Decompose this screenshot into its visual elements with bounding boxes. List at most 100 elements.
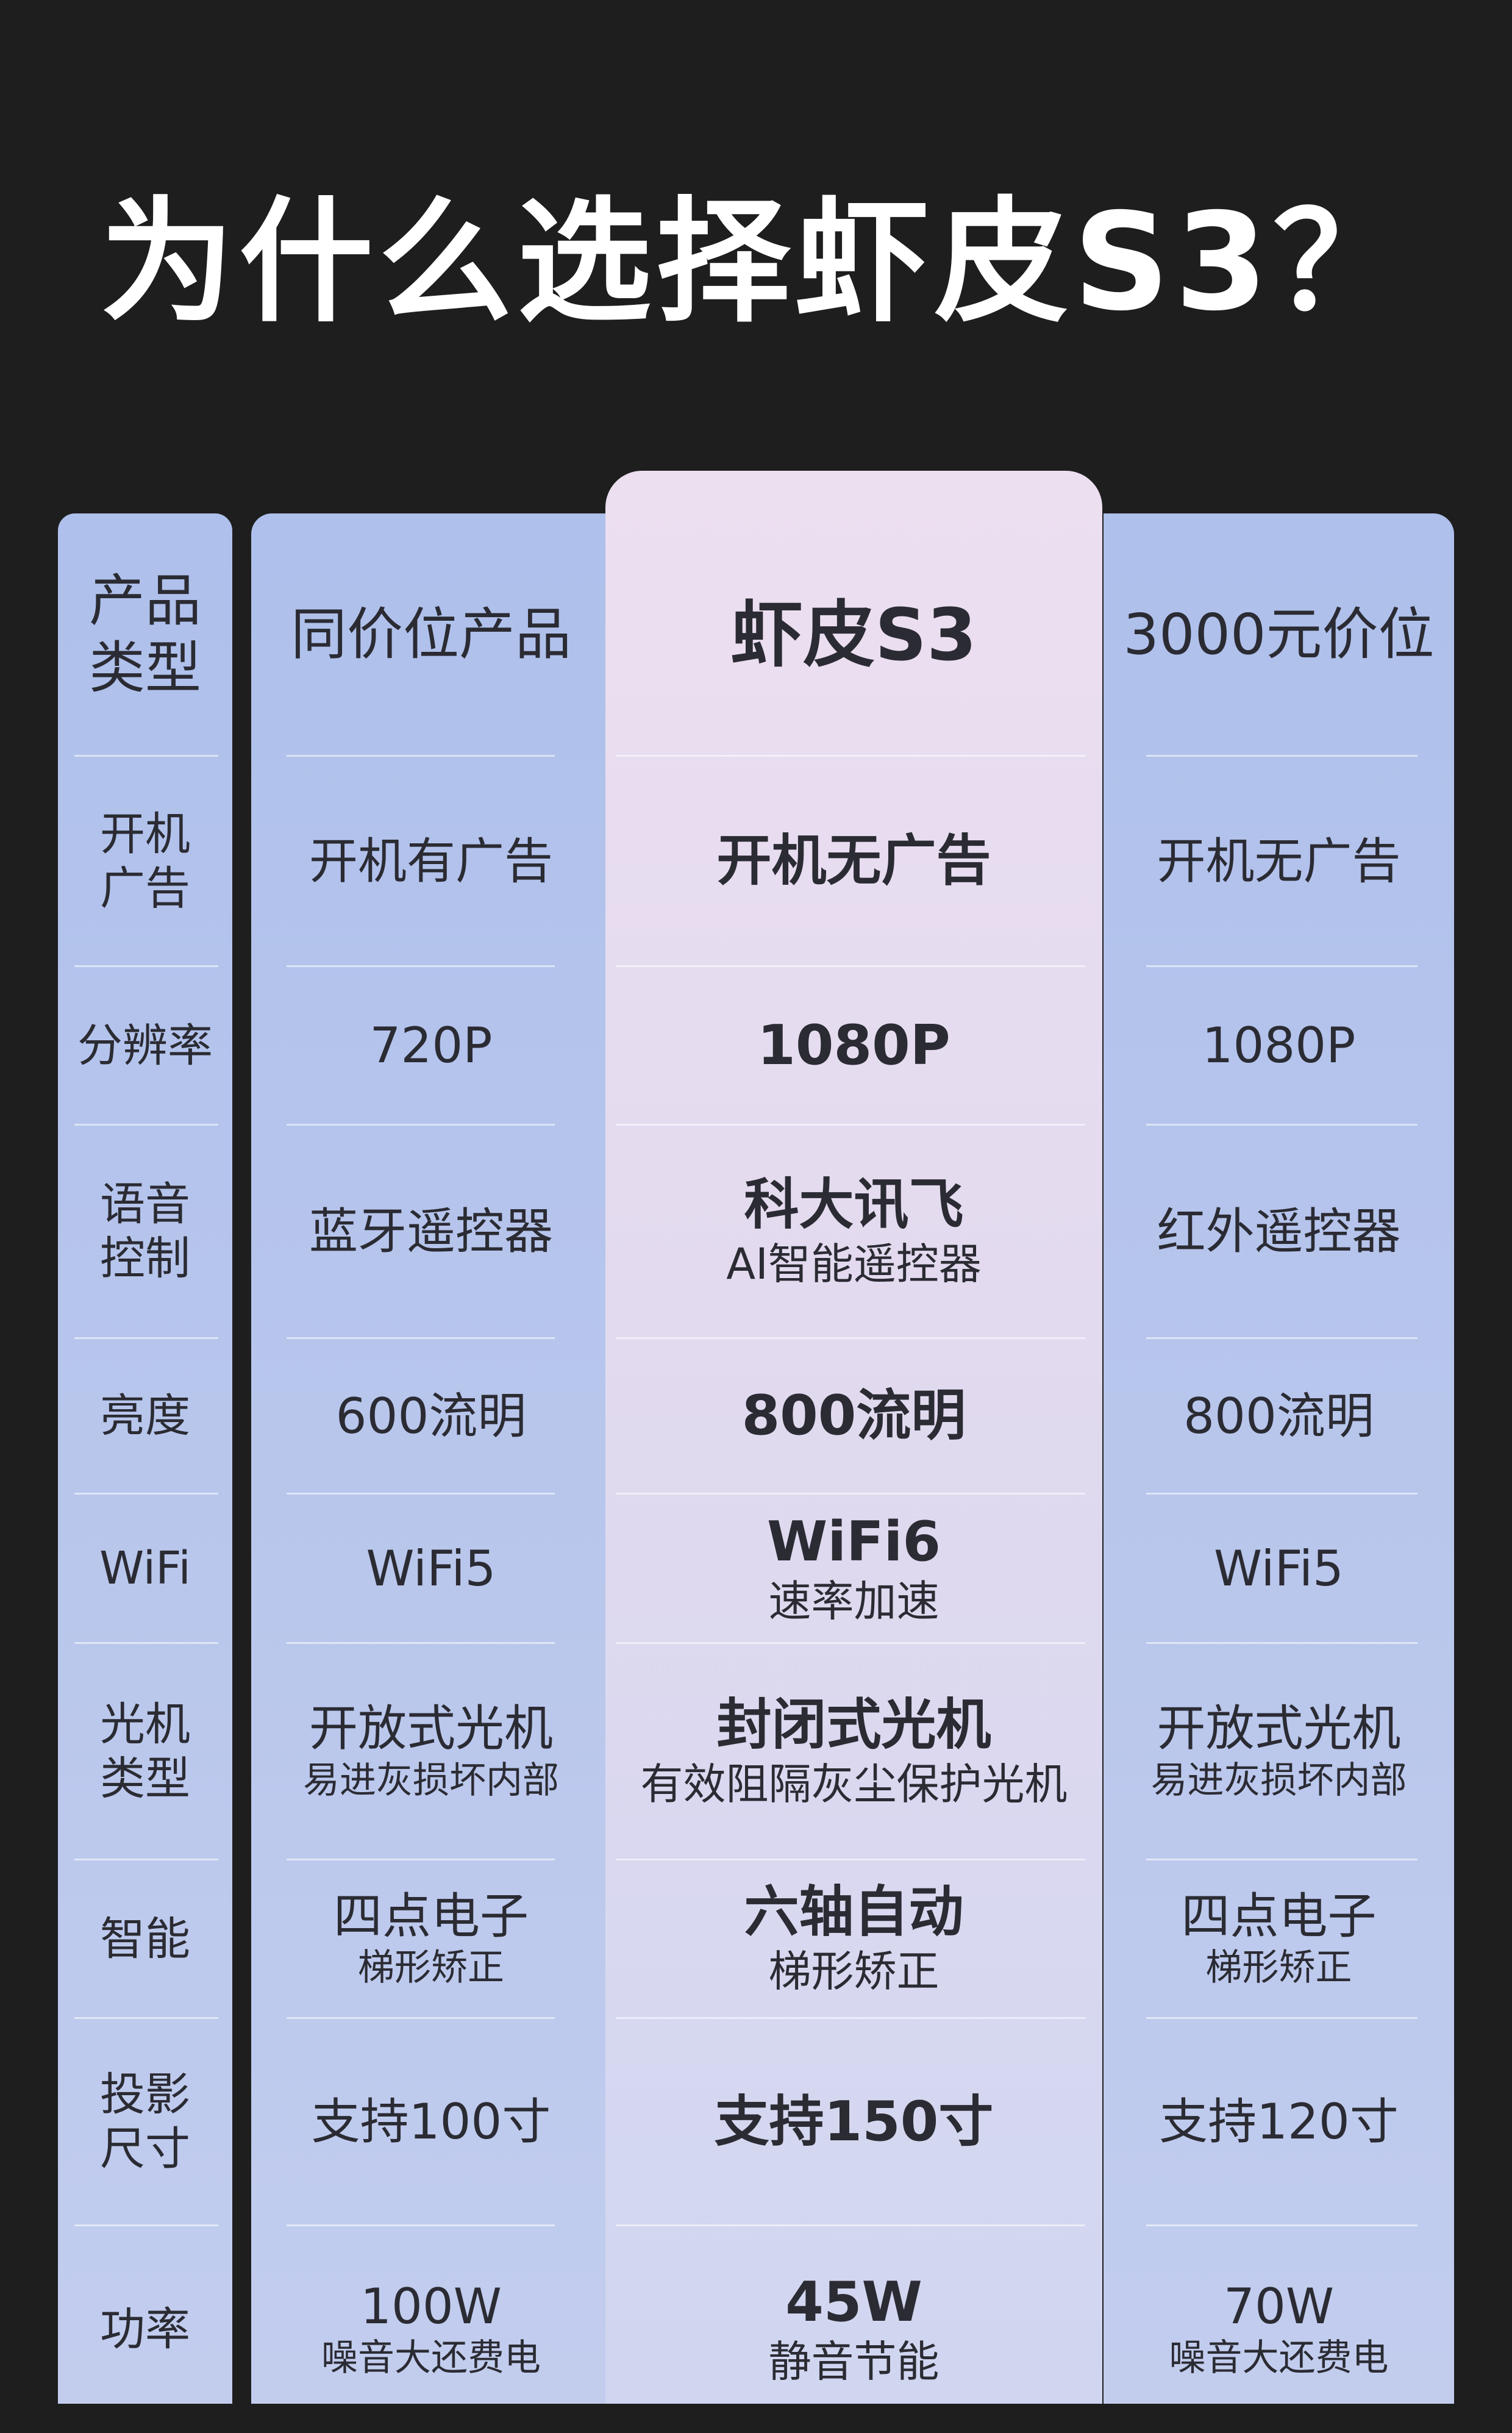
- cell-sub-text: 梯形矫正: [1205, 1946, 1352, 1990]
- row-divider: [616, 1493, 1085, 1495]
- table-cell-c1: 支持100寸: [251, 2018, 611, 2226]
- row-label: 开机广告: [58, 756, 232, 966]
- cell-main-text: 800流明: [741, 1384, 966, 1448]
- cell-main-text: 支持100寸: [311, 2093, 551, 2151]
- cell-main-text: 蓝牙遥控器: [309, 1203, 553, 1260]
- cell-main-text: 红外遥控器: [1157, 1203, 1401, 1260]
- cell-main-text: 开机无广告: [716, 829, 991, 893]
- row-divider: [1146, 2017, 1417, 2019]
- row-divider: [1146, 1493, 1417, 1495]
- cell-sub-text: 易进灰损坏内部: [1150, 1759, 1407, 1802]
- cell-sub-text: 速率加速: [768, 1576, 940, 1626]
- cell-main-text: 开机无广告: [1157, 832, 1401, 890]
- row-divider: [1146, 1337, 1417, 1339]
- table-cell-c3: 支持120寸: [1104, 2018, 1454, 2226]
- cell-main-text: 45W: [785, 2270, 922, 2335]
- row-divider: [287, 2017, 555, 2019]
- cell-main-text: 3000元价位: [1123, 602, 1435, 668]
- cell-main-text: 四点电子: [1181, 1887, 1377, 1945]
- table-cell-c1: 开机有广告: [251, 756, 611, 966]
- cell-sub-text: 易进灰损坏内部: [303, 1759, 559, 1802]
- row-label-line: 功率: [100, 2303, 190, 2356]
- premium-column: [1104, 513, 1454, 2404]
- row-divider: [1146, 1859, 1417, 1860]
- row-label: 语音控制: [58, 1125, 232, 1338]
- row-label-line: 分辨率: [77, 1019, 213, 1072]
- row-divider: [74, 1642, 218, 1644]
- row-label: 亮度: [58, 1338, 232, 1494]
- table-cell-c3: 3000元价位: [1104, 513, 1454, 756]
- cell-main-text: 开放式光机: [1157, 1700, 1401, 1757]
- cell-main-text: 支持150寸: [714, 2089, 994, 2154]
- row-divider: [287, 965, 555, 967]
- row-divider: [74, 2017, 218, 2019]
- label-column: [58, 513, 232, 2404]
- row-label-line: 亮度: [100, 1390, 190, 1443]
- row-divider: [74, 1859, 218, 1860]
- cell-sub-text: 噪音大还费电: [321, 2337, 541, 2380]
- row-label-line: 投影: [100, 2068, 190, 2121]
- table-cell-c3: 开放式光机易进灰损坏内部: [1104, 1643, 1454, 1860]
- table-cell-c2: 六轴自动梯形矫正: [605, 1860, 1102, 2018]
- table-cell-c2: 封闭式光机有效阻隔灰尘保护光机: [605, 1643, 1102, 1860]
- table-cell-c1: 720P: [251, 966, 611, 1125]
- row-label-line: 类型: [100, 1752, 190, 1805]
- highlight-column-s3: [605, 471, 1102, 2404]
- cell-main-text: WiFi5: [366, 1540, 496, 1597]
- row-divider: [287, 1859, 555, 1860]
- row-divider: [1146, 2224, 1417, 2226]
- row-divider: [616, 1124, 1085, 1126]
- row-label-line: WiFi: [99, 1542, 191, 1595]
- table-cell-c1: 四点电子梯形矫正: [251, 1860, 611, 2018]
- row-divider: [616, 1859, 1085, 1860]
- cell-main-text: 600流明: [335, 1387, 527, 1445]
- row-divider: [616, 2017, 1085, 2019]
- table-cell-c2: 开机无广告: [605, 756, 1102, 966]
- row-label-line: 语音: [100, 1178, 190, 1231]
- row-divider: [287, 2224, 555, 2226]
- row-divider: [74, 1124, 218, 1126]
- row-divider: [1146, 1124, 1417, 1126]
- table-cell-c3: WiFi5: [1104, 1494, 1454, 1643]
- cell-main-text: 1080P: [757, 1013, 950, 1077]
- row-divider: [616, 1642, 1085, 1644]
- cell-main-text: 100W: [360, 2278, 502, 2335]
- competitor-column: [251, 513, 611, 2404]
- table-cell-c1: 同价位产品: [251, 513, 611, 756]
- table-cell-c2: 支持150寸: [605, 2018, 1102, 2226]
- row-label: 分辨率: [58, 966, 232, 1125]
- cell-main-text: WiFi5: [1214, 1540, 1344, 1597]
- page-title: 为什么选择虾皮S3？: [100, 184, 1412, 340]
- row-label: 投影尺寸: [58, 2018, 232, 2226]
- cell-main-text: 800流明: [1183, 1387, 1374, 1445]
- row-label: 功率: [58, 2226, 232, 2433]
- table-cell-c2: 虾皮S3: [605, 513, 1102, 756]
- cell-main-text: 1080P: [1202, 1017, 1356, 1074]
- table-cell-c3: 开机无广告: [1104, 756, 1454, 966]
- row-label-line: 尺寸: [100, 2123, 190, 2175]
- table-cell-c3: 红外遥控器: [1104, 1125, 1454, 1338]
- row-label-line: 智能: [100, 1912, 190, 1965]
- row-divider: [616, 2224, 1085, 2226]
- row-label-line: 控制: [100, 1232, 190, 1285]
- cell-sub-text: 梯形矫正: [358, 1946, 504, 1990]
- cell-sub-text: 静音节能: [768, 2337, 940, 2387]
- row-divider: [616, 755, 1085, 757]
- table-cell-c1: 600流明: [251, 1338, 611, 1494]
- table-cell-c1: WiFi5: [251, 1494, 611, 1643]
- table-cell-c1: 蓝牙遥控器: [251, 1125, 611, 1338]
- row-label: 光机类型: [58, 1643, 232, 1860]
- table-cell-c1: 开放式光机易进灰损坏内部: [251, 1643, 611, 1860]
- row-divider: [287, 1124, 555, 1126]
- cell-main-text: 70W: [1224, 2278, 1334, 2335]
- row-label-line: 类型: [88, 635, 201, 701]
- table-cell-c3: 800流明: [1104, 1338, 1454, 1494]
- table-cell-c2: 1080P: [605, 966, 1102, 1125]
- cell-main-text: WiFi6: [766, 1509, 941, 1574]
- row-divider: [74, 1337, 218, 1339]
